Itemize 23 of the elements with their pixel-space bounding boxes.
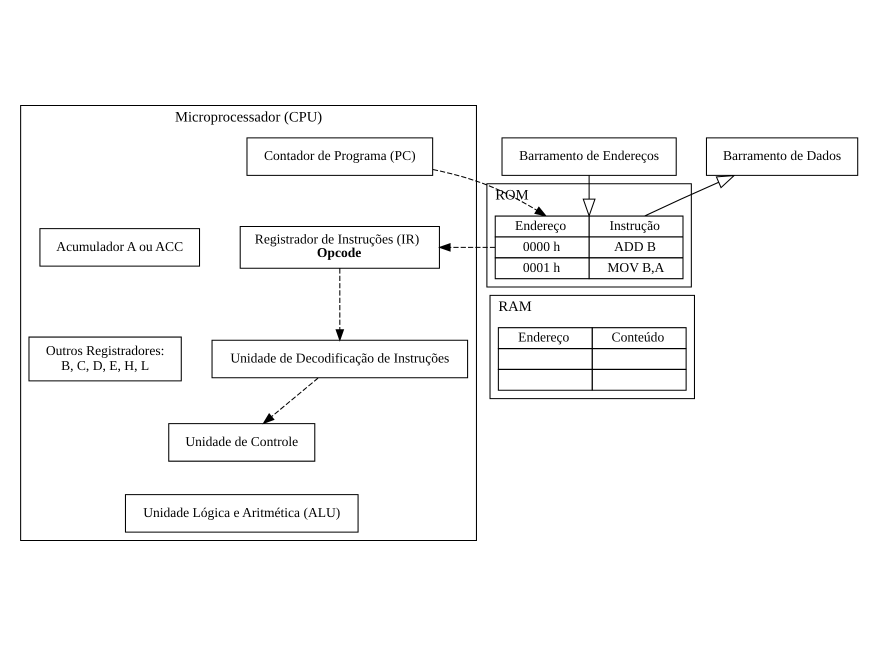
- label: Instrução: [609, 218, 660, 234]
- node-box: Unidade de Controle: [168, 423, 316, 462]
- arrow: [582, 176, 596, 218]
- node-box: Barramento de Endereços: [502, 137, 677, 176]
- label: 0001 h: [522, 260, 560, 275]
- node-box: Unidade de Decodificação de Instruções: [212, 340, 468, 378]
- label: MOV B,A: [607, 260, 664, 275]
- label: Conteúdo: [612, 330, 664, 345]
- node-box: Barramento de Dados: [706, 137, 858, 176]
- label: Endereço: [518, 330, 570, 345]
- label: Endereço: [515, 218, 566, 234]
- node-box: Acumulador A ou ACC: [39, 228, 200, 267]
- label: ADD B: [614, 238, 656, 254]
- node-box: Registrador de Instruções (IR) Opcode: [240, 226, 440, 269]
- arrow: [644, 174, 736, 216]
- node-box: Contador de Programa (PC): [246, 137, 434, 176]
- node-box: Unidade Lógica e Aritmética (ALU): [124, 494, 359, 533]
- label: 0000 h: [522, 238, 560, 254]
- node-box: Outros Registradores: B, C, D, E, H, L: [28, 336, 182, 382]
- arrow: [438, 242, 496, 252]
- arrow: [335, 268, 344, 342]
- arrow: [262, 378, 318, 424]
- arrow: [432, 168, 548, 217]
